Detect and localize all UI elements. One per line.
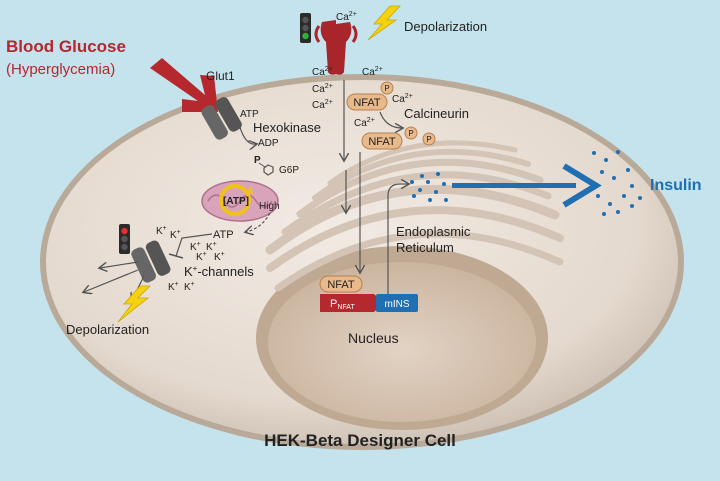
g6p-label: G6P [279,165,299,176]
svg-text:K+: K+ [190,241,201,253]
atp-inhibit-line [175,233,213,257]
calcium-channel-icon [314,20,358,75]
potassium-ions: K+ K+ K+ K+ K+ K+ K+ K+ [156,225,225,293]
svg-text:K+: K+ [168,281,179,293]
calcium-ions: Ca2+ Ca2+ Ca2+ Ca2+ Ca2+ Ca2+ [312,66,413,129]
k-channels-label: K+-channels [184,264,254,279]
endoplasmic-reticulum [265,140,564,292]
lightning-bolt-bottom-icon [117,285,151,323]
nucleus-label: Nucleus [348,330,399,346]
svg-text:Ca2+: Ca2+ [312,83,333,95]
traffic-light-green-icon [300,13,311,43]
hyperglycemia-subtitle: (Hyperglycemia) [6,61,115,78]
insulin-granules-inner [410,172,448,202]
k-channel-icon [131,240,171,283]
glucose-arrow [150,58,218,112]
phospho-label-3: P [426,135,431,144]
adp-label: ADP [258,138,279,149]
er-label-line1: Endoplasmic [396,224,471,239]
mitochondrion [201,180,279,222]
mins-label: mINS [385,299,410,310]
nfat-active-label: NFAT [368,136,396,148]
calcineurin-label: Calcineurin [404,106,469,121]
glut1-transporter-icon [201,97,242,140]
hexokinase-arrow [237,119,256,144]
svg-text:K+: K+ [170,229,181,241]
atp2-label: ATP [213,229,234,241]
nucleus-inner [268,262,536,422]
svg-text:Ca2+: Ca2+ [392,93,413,105]
insulin-secretion-arrow [452,163,602,208]
pnfat-label: PNFAT [330,298,355,311]
insulin-label: Insulin [650,177,702,194]
atp-inhibit-bar [168,253,184,259]
phospho-circle-2 [404,126,418,140]
svg-text:Ca2+: Ca2+ [362,66,383,78]
calcineurin-arrow [379,111,402,128]
depolarization-top-label: Depolarization [404,19,487,34]
glut1-label: Glut1 [206,69,235,83]
mins-gene [376,294,418,312]
mins-secretion-arrow [387,184,408,294]
svg-text:K+: K+ [184,281,195,293]
nfat-nuclear-box [319,275,363,293]
atp-label: ATP [240,109,259,120]
svg-text:Ca2+: Ca2+ [312,99,333,111]
diagram-title: HEK-Beta Designer Cell [264,431,456,450]
mito-atp-label: [ATP] [223,196,249,207]
svg-text:Ca2+: Ca2+ [354,117,375,129]
depolarization-bottom-label: Depolarization [66,322,149,337]
nfat-nuclear-label: NFAT [327,279,355,291]
svg-text:K+: K+ [196,251,207,263]
er-label-line2: Reticulum [396,240,454,255]
phospho-circle-3 [422,132,436,146]
phospho-label-1: P [384,84,389,93]
hexokinase-label: Hexokinase [253,120,321,135]
svg-text:Ca2+: Ca2+ [312,66,333,78]
atp-high-label: High [259,201,280,212]
svg-text:K+: K+ [214,251,225,263]
phosphate-label: P [254,155,261,166]
svg-text:K+: K+ [206,241,217,253]
phosphate-link [258,162,266,168]
nfat-active-box [361,132,403,150]
phospho-label-2: P [408,129,413,138]
g6p-hexagon-icon [263,164,274,176]
svg-text:K+: K+ [156,225,167,237]
blood-glucose-title: Blood Glucose [6,37,126,56]
ca-top-label: Ca2+ [336,11,357,23]
nfat-phospho-label: NFAT [353,97,381,109]
phospho-circle-1 [380,81,394,95]
mito-to-atp-arrow [246,212,271,232]
traffic-light-red-icon [119,224,130,254]
nfat-phospho-box [346,93,388,111]
insulin-granules-outer [592,150,642,216]
pnfat-promoter [320,294,384,312]
lightning-bolt-top-icon [367,5,401,41]
